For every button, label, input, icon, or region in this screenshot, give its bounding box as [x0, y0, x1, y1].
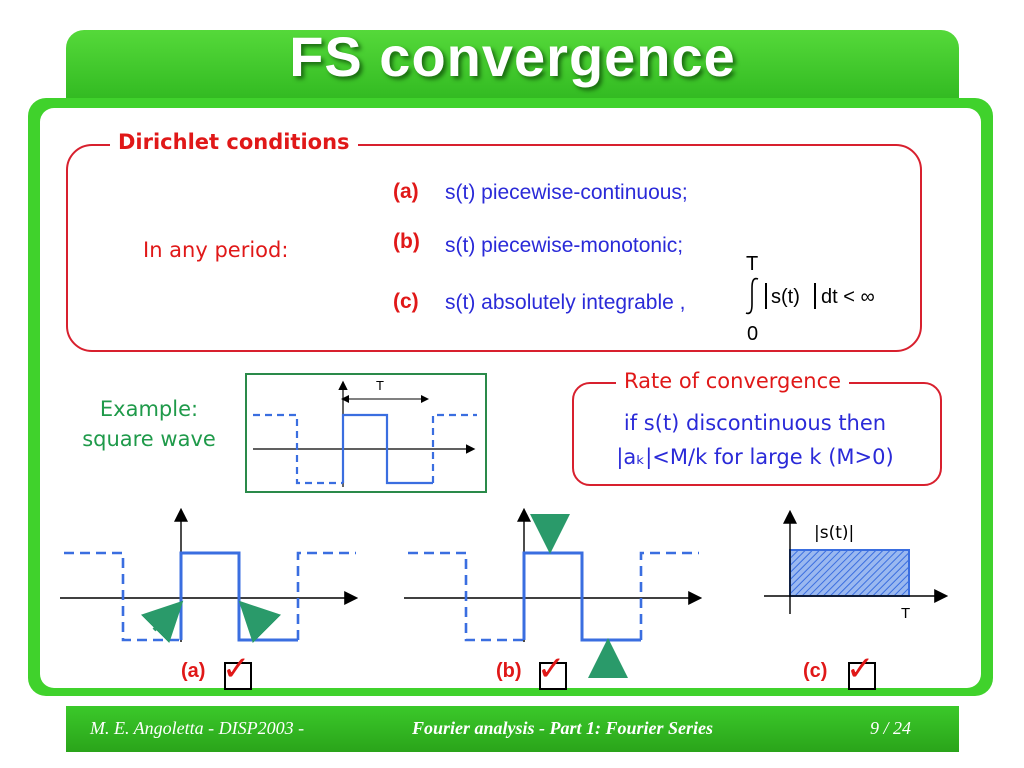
integral-sign-icon	[741, 276, 765, 316]
condition-b-label: (b)	[393, 230, 420, 253]
title-bar	[66, 30, 959, 98]
case-c-plot: |s(t)| T	[760, 509, 950, 630]
condition-b-text: s(t) piecewise-monotonic;	[445, 234, 684, 257]
abs-bar-left	[765, 283, 767, 309]
case-b-check-icon: ✓	[537, 649, 566, 689]
slide-title: FS convergence	[289, 25, 736, 88]
condition-a-label: (a)	[393, 180, 419, 203]
dirichlet-heading: Dirichlet conditions	[110, 130, 358, 154]
example-square-wave-plot: T	[245, 373, 487, 493]
integral-upper-limit: T	[746, 253, 759, 275]
period-label: In any period:	[143, 238, 289, 262]
case-c-checkbox[interactable]	[848, 662, 876, 690]
rate-line-1: if s(t) discontinuous then	[623, 411, 887, 435]
example-period-label: T	[376, 378, 384, 393]
case-b-label: (b)	[496, 660, 522, 682]
footer-bar	[66, 706, 959, 752]
footer-course: Fourier analysis - Part 1: Fourier Serie…	[412, 718, 714, 738]
example-label: Example: square wave	[64, 394, 234, 454]
case-b-checkbox[interactable]	[539, 662, 567, 690]
case-c-check-icon: ✓	[846, 649, 875, 689]
condition-c-label: (c)	[393, 290, 419, 313]
case-a-checkbox[interactable]	[224, 662, 252, 690]
case-a-check-icon: ✓	[222, 649, 251, 689]
case-b-plot	[402, 507, 704, 680]
integrand: s(t)	[771, 286, 800, 308]
example-line-2: square wave	[82, 427, 216, 451]
dirichlet-box	[66, 144, 922, 352]
abs-plot-tick: T	[901, 605, 911, 622]
case-c-label: (c)	[803, 660, 828, 682]
condition-c-text: s(t) absolutely integrable ,	[445, 291, 686, 314]
case-a-plot	[58, 507, 360, 648]
abs-bar-right	[814, 283, 816, 309]
rate-line-2: |aₖ|<M/k for large k (M>0)	[616, 445, 894, 469]
integral-tail: dt < ∞	[821, 286, 875, 308]
integral-lower-limit: 0	[747, 323, 759, 345]
case-a-label: (a)	[181, 660, 206, 682]
rate-heading: Rate of convergence	[616, 369, 850, 393]
footer-page: 9 / 24	[870, 718, 912, 738]
abs-plot-label: |s(t)|	[814, 523, 855, 543]
footer-author: M. E. Angoletta - DISP2003 -	[90, 718, 305, 738]
condition-a-text: s(t) piecewise-continuous;	[445, 181, 688, 204]
example-line-1: Example:	[99, 397, 199, 421]
